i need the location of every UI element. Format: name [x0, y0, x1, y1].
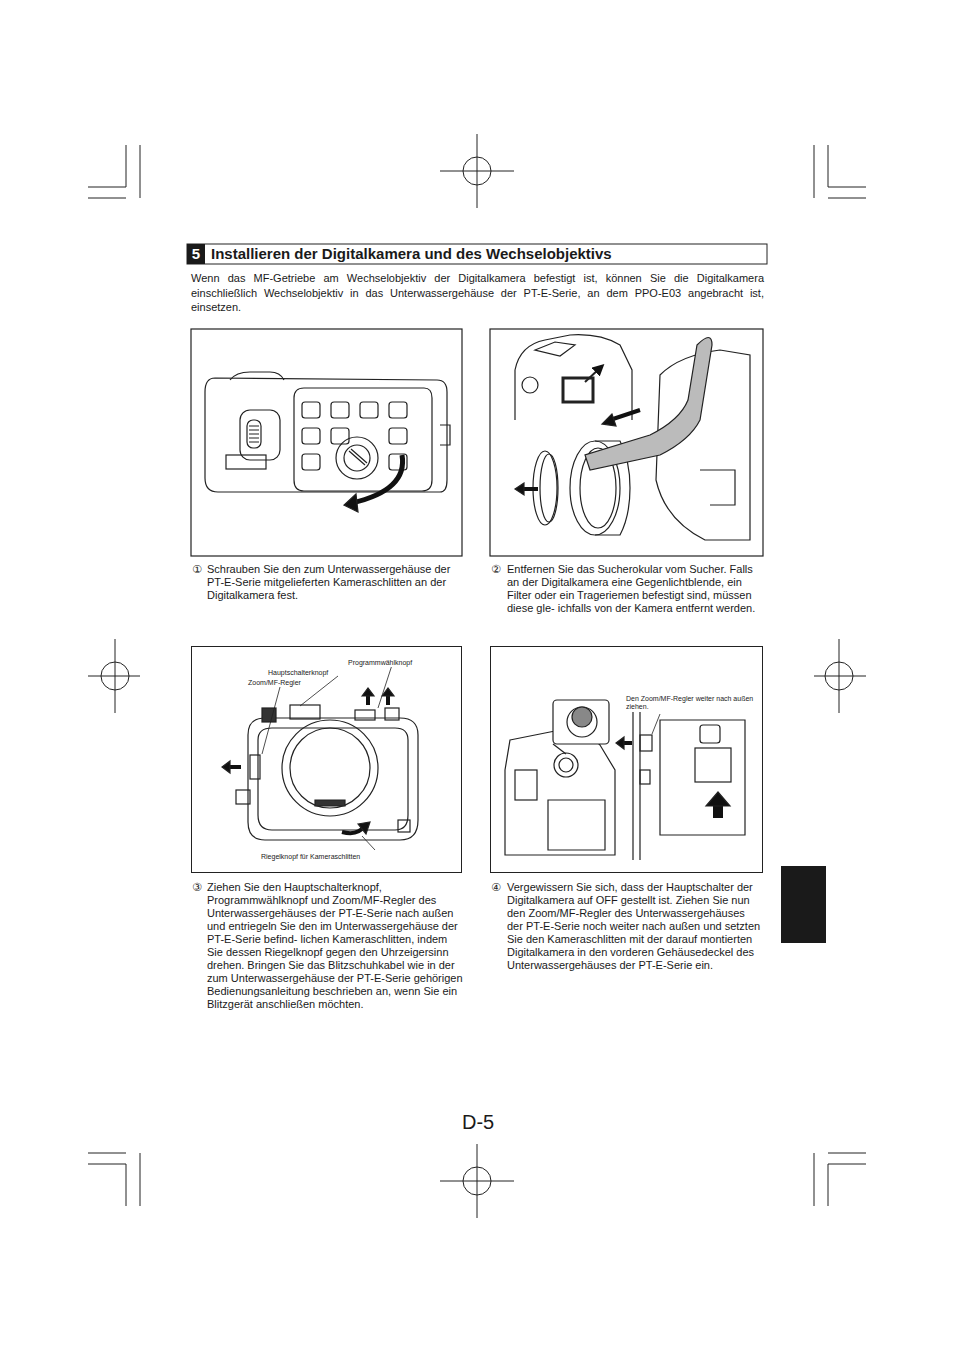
figure-3-housing — [222, 665, 418, 850]
title-bar — [187, 244, 767, 264]
callout-label: Zoom/MF-Regler — [247, 679, 302, 687]
figure-4-camera — [505, 700, 745, 860]
step-text: Schrauben Sie den zum Unterwassergehäuse… — [207, 563, 459, 602]
step-number: ② — [491, 563, 501, 576]
step-number: ① — [192, 563, 202, 576]
step-text: Entfernen Sie das Sucherokular vom Suche… — [507, 563, 761, 615]
crop-marks — [88, 134, 866, 1218]
callout-label: Den Zoom/MF-Regler weiter nach außen zie… — [625, 695, 755, 711]
callout-label: Programmwählknopf — [347, 659, 413, 667]
title-number-block — [187, 244, 205, 264]
figure-box: Den Zoom/MF-Regler weiter nach außen zie… — [490, 646, 763, 873]
figure-2 — [490, 329, 763, 556]
callout-label: Riegelknopf für Kameraschlitten — [260, 853, 361, 861]
section-number: 5 — [187, 245, 205, 263]
page-number: D-5 — [462, 1110, 494, 1134]
callout-label: Hauptschalterknopf — [267, 669, 329, 677]
section-tab — [781, 866, 826, 943]
step-number: ③ — [192, 881, 202, 894]
intro-text: Wenn das MF-Getriebe am Wechselobjektiv … — [191, 271, 764, 315]
section-title: Installieren der Digitalkamera und des W… — [211, 245, 612, 263]
step-number: ④ — [491, 881, 501, 894]
figure-1 — [191, 329, 462, 556]
step-text: Vergewissern Sie sich, dass der Hauptsch… — [507, 881, 761, 972]
step-text: Ziehen Sie den Hauptschalterknopf, Progr… — [207, 881, 463, 1011]
figure-box: ProgrammwählknopfHauptschalterknopfZoom/… — [191, 646, 462, 873]
